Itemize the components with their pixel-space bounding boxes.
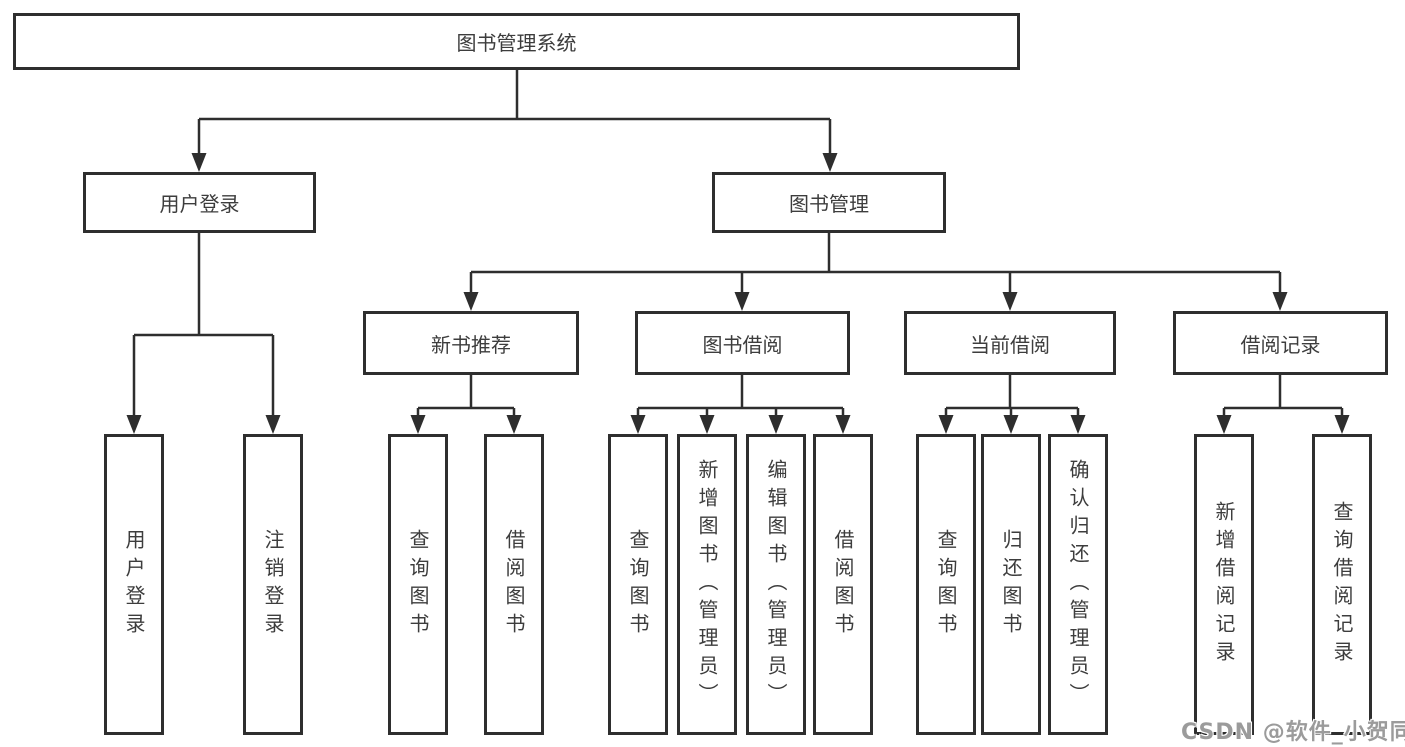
leaf-query-borrow-record: 查询借阅记录 — [1312, 434, 1372, 735]
leaf-return-books: 归还图书 — [981, 434, 1041, 735]
node-label: 图书借阅 — [702, 332, 783, 357]
node-label: 图书管理 — [789, 192, 869, 216]
node-borrowing-records: 借阅记录 — [1173, 311, 1388, 375]
node-label: 用户登录 — [122, 528, 146, 641]
leaf-user-login: 用户登录 — [104, 434, 164, 735]
node-label: 查询图书 — [406, 528, 430, 641]
leaf-logout: 注销登录 — [243, 434, 303, 735]
leaf-borrow-books: 借阅图书 — [813, 434, 873, 735]
node-label: 编辑图书（管理员） — [764, 458, 788, 711]
node-current-borrowing: 当前借阅 — [904, 311, 1116, 375]
node-label: 查询图书 — [626, 528, 650, 641]
node-label: 当前借阅 — [970, 332, 1050, 357]
node-label: 新增图书（管理员） — [695, 458, 719, 711]
leaf-add-books-admin: 新增图书（管理员） — [677, 434, 737, 735]
leaf-confirm-return-admin: 确认归还（管理员） — [1048, 434, 1108, 735]
leaf-query-books-borrowing: 查询图书 — [608, 434, 668, 735]
node-label: 新书推荐 — [431, 332, 511, 357]
node-label: 归还图书 — [999, 528, 1023, 641]
csdn-watermark: CSDN @软件_小贺同学 — [1181, 720, 1405, 745]
node-user-login-branch: 用户登录 — [83, 172, 316, 233]
node-book-management-branch: 图书管理 — [712, 172, 946, 233]
leaf-borrow-books-recommend: 借阅图书 — [484, 434, 544, 735]
leaf-add-borrow-record: 新增借阅记录 — [1194, 434, 1254, 735]
node-new-book-recommend: 新书推荐 — [363, 311, 579, 375]
node-library-management-system: 图书管理系统 — [13, 13, 1020, 70]
node-label: 借阅记录 — [1240, 332, 1321, 357]
leaf-query-books-current: 查询图书 — [916, 434, 976, 735]
leaf-query-books-recommend: 查询图书 — [388, 434, 448, 735]
node-label: 新增借阅记录 — [1212, 500, 1236, 669]
node-book-borrowing: 图书借阅 — [635, 311, 850, 375]
node-label: 借阅图书 — [502, 528, 526, 641]
node-label: 查询借阅记录 — [1330, 500, 1354, 669]
node-label: 用户登录 — [159, 192, 240, 216]
node-label: 借阅图书 — [831, 528, 855, 641]
node-label: 图书管理系统 — [456, 31, 577, 55]
node-label: 注销登录 — [261, 528, 285, 641]
node-label: 查询图书 — [934, 528, 958, 641]
node-label: 确认归还（管理员） — [1066, 458, 1090, 711]
leaf-edit-books-admin: 编辑图书（管理员） — [746, 434, 806, 735]
